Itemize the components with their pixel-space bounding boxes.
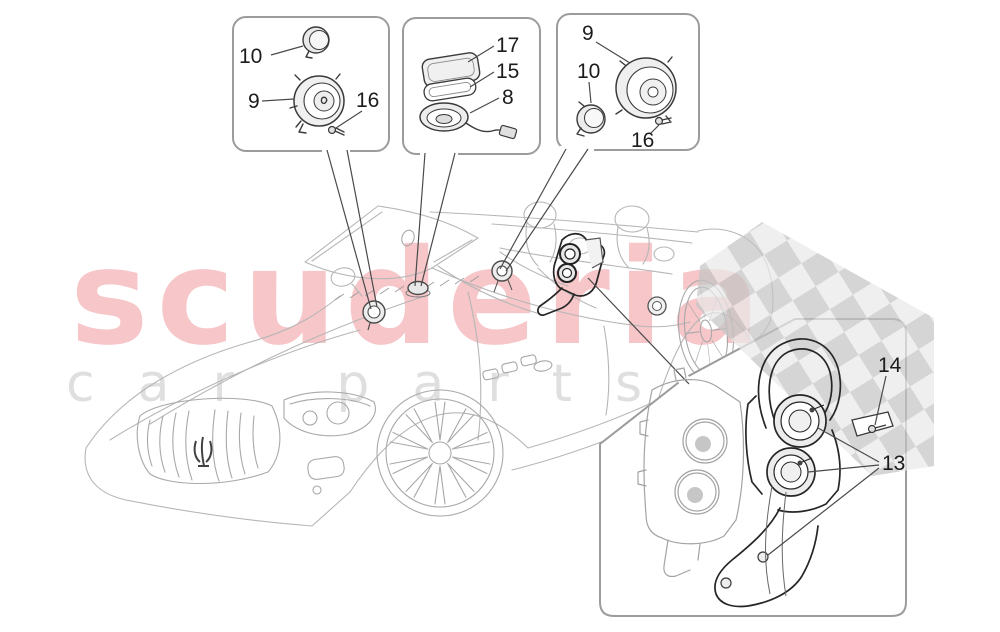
woofer-part	[419, 102, 518, 140]
door-speaker-module	[637, 338, 894, 608]
part-label-17: 17	[496, 34, 519, 57]
screw-part-2	[654, 116, 672, 126]
wire-connector	[498, 124, 518, 140]
speaker-gasket-part	[423, 77, 477, 102]
part-label-9b: 9	[582, 22, 594, 45]
speaker-cover-part	[302, 26, 330, 59]
door-panel	[637, 367, 745, 578]
rear-speaker-parts	[576, 56, 677, 137]
tweeter-part	[576, 101, 606, 137]
center-speaker-assembly	[537, 232, 606, 316]
part-label-8: 8	[502, 86, 514, 109]
part-label-9: 9	[248, 90, 260, 113]
leader-lines	[326, 148, 690, 385]
midrange-speaker-part	[289, 73, 345, 134]
part-labels: 10 9 16 17 15 8 9 10 16 14 13	[239, 22, 905, 556]
dash-speaker-parts	[419, 52, 518, 140]
speaker-bracket-assembly	[714, 338, 894, 608]
watermark: scuderia car parts	[66, 221, 768, 414]
part-label-14: 14	[878, 354, 902, 377]
car-illustration	[84, 201, 774, 527]
bracket-screw	[867, 424, 877, 434]
mounting-bracket	[851, 411, 894, 437]
part-label-10: 10	[239, 45, 262, 68]
rear-speaker-part	[615, 56, 677, 122]
hood-badge	[401, 229, 415, 247]
part-label-16: 16	[356, 89, 379, 112]
watermark-tagline-text: car parts	[66, 354, 685, 414]
trident-emblem	[193, 436, 213, 467]
part-label-10b: 10	[577, 60, 600, 83]
cowl-speaker-dome	[405, 280, 431, 298]
part-label-15: 15	[496, 60, 519, 83]
part-label-16b: 16	[631, 129, 654, 152]
checkered-flag-watermark	[696, 222, 934, 476]
rear-quarter-speaker	[647, 296, 667, 316]
front-wheel	[376, 389, 504, 517]
front-speaker-parts	[289, 26, 345, 136]
screw-part-1	[327, 125, 345, 136]
part-label-13: 13	[882, 452, 905, 475]
pillar-speaker	[491, 260, 513, 293]
watermark-brand-text: scuderia	[70, 221, 768, 375]
